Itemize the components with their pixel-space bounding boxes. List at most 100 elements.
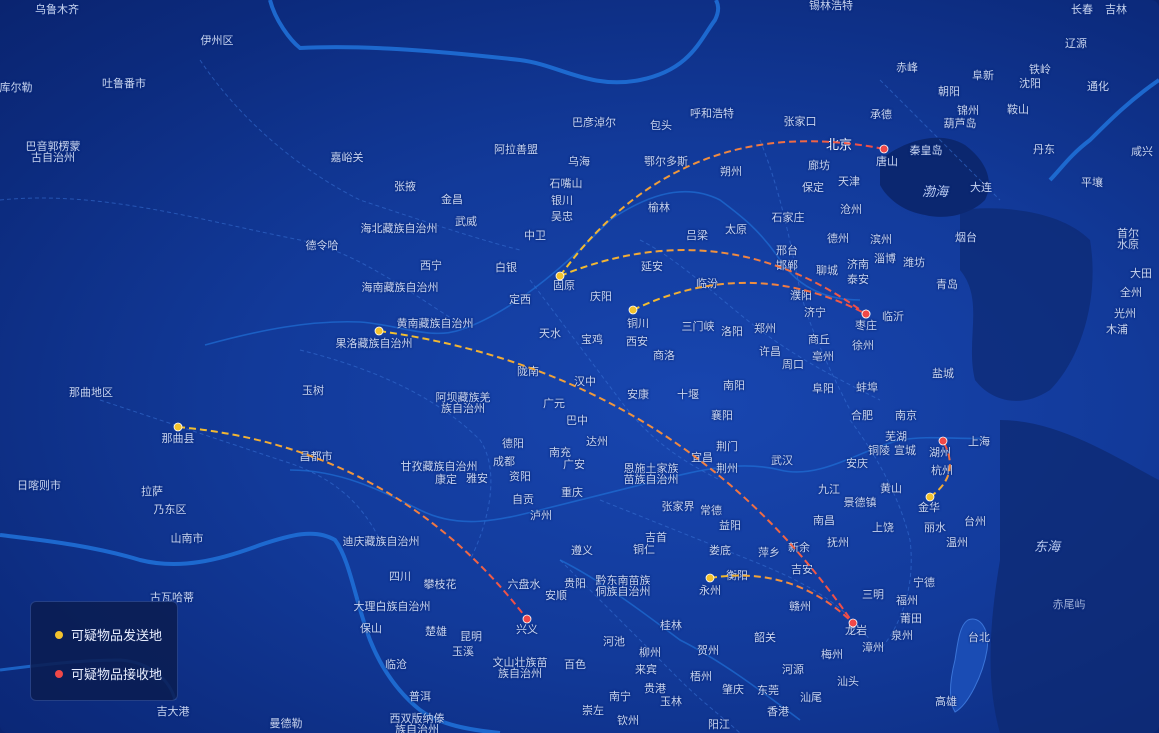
place-label: 许昌 bbox=[759, 345, 781, 358]
send-point[interactable] bbox=[173, 422, 183, 432]
place-label: 泉州 bbox=[891, 629, 913, 642]
place-label: 聊城 bbox=[816, 264, 838, 277]
place-label: 光州 bbox=[1114, 307, 1136, 320]
route-line[interactable] bbox=[709, 574, 854, 624]
send-point[interactable] bbox=[628, 305, 638, 315]
place-label: 蚌埠 bbox=[856, 381, 878, 394]
place-label: 柳州 bbox=[639, 646, 661, 659]
legend-item-send[interactable]: 可疑物品发送地 bbox=[55, 625, 162, 644]
route-line[interactable] bbox=[378, 330, 854, 624]
place-label: 漳州 bbox=[862, 641, 884, 654]
place-label: 合肥 bbox=[851, 409, 873, 422]
place-label: 临沧 bbox=[385, 658, 407, 671]
place-label: 保定 bbox=[802, 181, 824, 194]
place-label: 丹东 bbox=[1033, 143, 1055, 156]
route-line[interactable] bbox=[559, 140, 885, 277]
place-label: 淄博 bbox=[874, 252, 896, 265]
place-label: 萍乡 bbox=[758, 546, 780, 559]
place-label: 吉首 bbox=[645, 531, 667, 544]
place-label: 上海 bbox=[968, 435, 990, 448]
route-line[interactable] bbox=[632, 281, 867, 315]
place-label: 广安 bbox=[563, 458, 585, 471]
place-label: 汕头 bbox=[837, 675, 859, 688]
place-label: 荆门 bbox=[716, 440, 738, 453]
place-label: 普洱 bbox=[409, 690, 431, 703]
map-legend: 可疑物品发送地 可疑物品接收地 bbox=[30, 601, 178, 701]
place-label: 吉林 bbox=[1105, 3, 1127, 16]
place-label: 景德镇 bbox=[843, 496, 877, 509]
place-label: 郑州 bbox=[754, 322, 776, 335]
place-label: 西宁 bbox=[420, 259, 442, 272]
taiwan-island bbox=[950, 618, 989, 713]
place-label: 常德 bbox=[700, 504, 722, 517]
place-label: 资阳 bbox=[509, 470, 531, 483]
place-label: 古自治州 bbox=[31, 151, 75, 164]
place-label: 辽源 bbox=[1065, 37, 1087, 50]
route-line[interactable] bbox=[177, 426, 528, 620]
place-label: 肇庆 bbox=[722, 683, 744, 696]
place-label: 商洛 bbox=[653, 349, 675, 362]
place-label: 阿坝藏族羌 bbox=[435, 391, 491, 404]
place-label: 玉林 bbox=[660, 695, 682, 708]
place-label: 库尔勒 bbox=[0, 81, 33, 94]
place-label: 贺州 bbox=[697, 644, 719, 657]
place-label: 大田 bbox=[1130, 267, 1152, 280]
provincial-borders bbox=[0, 59, 1001, 733]
place-label: 族自治州 bbox=[441, 402, 485, 415]
place-label: 钦州 bbox=[617, 714, 639, 727]
place-label: 东海 bbox=[1033, 540, 1061, 555]
place-label: 海北藏族自治州 bbox=[360, 222, 438, 235]
place-label: 甘孜藏族自治州 bbox=[400, 460, 478, 473]
place-label: 承德 bbox=[870, 108, 892, 121]
place-label: 阿拉善盟 bbox=[494, 143, 538, 156]
place-label: 香港 bbox=[767, 705, 789, 718]
place-label: 赤尾屿 bbox=[1052, 598, 1086, 611]
receive-point[interactable] bbox=[522, 614, 532, 624]
place-label: 河源 bbox=[782, 663, 804, 676]
place-label: 金华 bbox=[918, 501, 940, 514]
receive-point[interactable] bbox=[848, 618, 858, 628]
place-label: 楚雄 bbox=[425, 625, 447, 638]
send-point[interactable] bbox=[555, 271, 565, 281]
place-label: 邢台 bbox=[776, 244, 798, 257]
route-line[interactable] bbox=[559, 249, 867, 315]
place-label: 天津 bbox=[838, 175, 860, 188]
place-label: 新余 bbox=[788, 541, 810, 554]
place-label: 自贡 bbox=[512, 493, 534, 506]
place-label: 南宁 bbox=[609, 690, 631, 703]
legend-item-receive[interactable]: 可疑物品接收地 bbox=[55, 664, 162, 683]
send-point[interactable] bbox=[374, 326, 384, 336]
place-label: 铁岭 bbox=[1029, 63, 1051, 76]
place-label: 烟台 bbox=[955, 231, 977, 244]
place-label: 百色 bbox=[564, 658, 586, 671]
place-label: 梅州 bbox=[821, 648, 843, 661]
send-point[interactable] bbox=[705, 573, 715, 583]
place-label: 德阳 bbox=[502, 437, 524, 450]
place-label: 铜川 bbox=[627, 317, 649, 330]
place-label: 西双版纳傣 bbox=[389, 712, 445, 725]
place-label: 汉中 bbox=[574, 375, 596, 388]
place-label: 南阳 bbox=[723, 379, 745, 392]
place-label: 昌都市 bbox=[299, 450, 333, 463]
place-label: 吐鲁番市 bbox=[102, 77, 146, 90]
place-label: 白银 bbox=[495, 261, 517, 274]
place-label: 沧州 bbox=[840, 203, 862, 216]
send-point[interactable] bbox=[925, 492, 935, 502]
place-label: 廊坊 bbox=[808, 159, 830, 172]
place-label: 台北 bbox=[968, 631, 990, 644]
place-label: 滨州 bbox=[870, 233, 892, 246]
place-label: 果洛藏族自治州 bbox=[335, 337, 413, 350]
route-line[interactable] bbox=[929, 440, 951, 498]
place-label: 金昌 bbox=[441, 193, 463, 206]
place-label: 沈阳 bbox=[1019, 77, 1041, 90]
receive-point[interactable] bbox=[861, 309, 871, 319]
place-label: 盐城 bbox=[932, 367, 954, 380]
place-label: 海南藏族自治州 bbox=[361, 281, 439, 294]
place-label: 贵阳 bbox=[564, 577, 586, 590]
place-label: 吉大港 bbox=[156, 705, 190, 718]
receive-point[interactable] bbox=[879, 144, 889, 154]
place-label: 宝鸡 bbox=[581, 333, 603, 346]
receive-point[interactable] bbox=[938, 436, 948, 446]
place-label: 四川 bbox=[389, 570, 411, 583]
